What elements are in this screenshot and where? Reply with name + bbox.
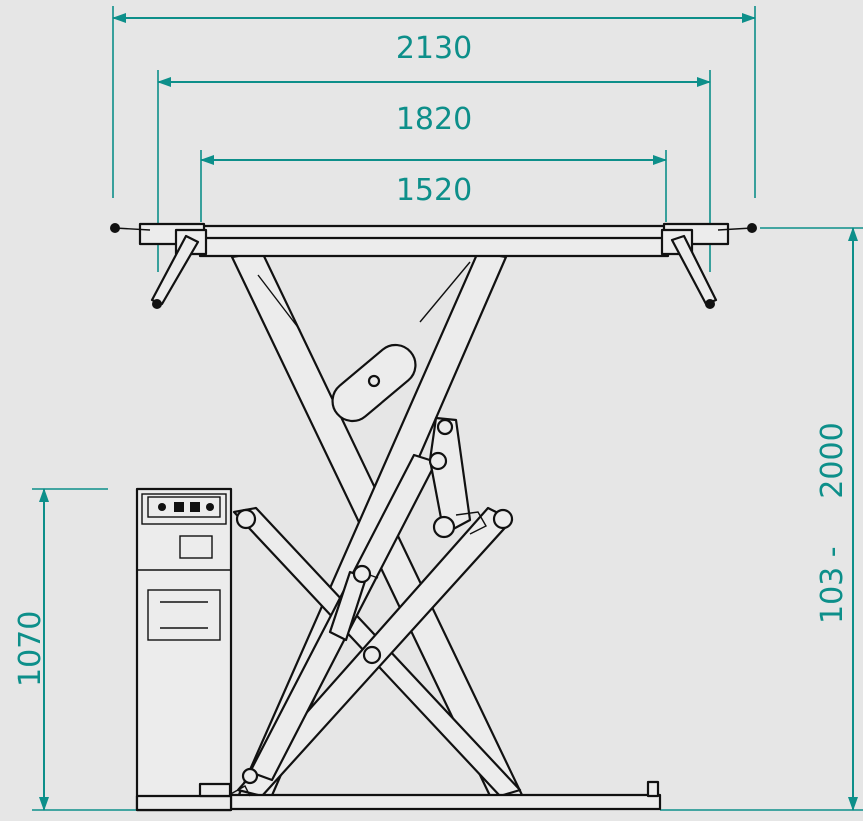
control-console: [135, 487, 233, 812]
joint-pin-bottom: [241, 767, 259, 785]
dimension-label-console: 1070: [13, 611, 48, 687]
base-rail: [202, 793, 662, 811]
dimension-label-inner: 1520: [396, 173, 472, 208]
scissor-mechanism: [230, 250, 524, 802]
height-dimension: 103 - 2000: [660, 227, 863, 811]
joint-pin-lower: [362, 645, 382, 665]
link-bracket: [428, 416, 487, 539]
right-extension-arm: [670, 234, 718, 306]
width-dimensions: 2130 1820 1520: [112, 6, 756, 272]
joint-pin-right: [492, 508, 514, 530]
platform: [110, 222, 757, 309]
console-body: [135, 487, 233, 812]
console-height-dimension: 1070: [13, 488, 138, 811]
dimension-label-height: 103 - 2000: [815, 422, 850, 624]
dimension-label-outer: 2130: [396, 31, 472, 66]
joint-pin-left: [235, 508, 257, 530]
dimension-label-middle: 1820: [396, 102, 472, 137]
center-pivot-pin: [367, 374, 381, 388]
control-panel: [147, 496, 221, 518]
console-door: [147, 589, 221, 641]
hydraulic-cylinder: [248, 453, 438, 782]
